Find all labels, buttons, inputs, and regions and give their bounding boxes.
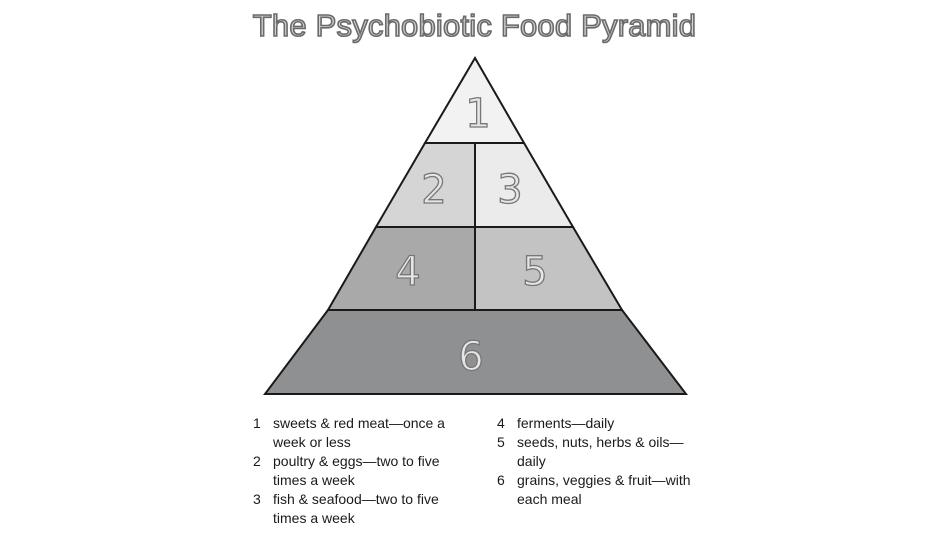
legend-text: sweets & red meat—once a week or less bbox=[273, 415, 445, 450]
legend-left: 1 sweets & red meat—once a week or less … bbox=[253, 414, 468, 528]
legend-text: grains, veggies & fruit—with each meal bbox=[517, 472, 691, 507]
legend-text: poultry & eggs—two to five times a week bbox=[273, 453, 440, 488]
legend-item: 4 ferments—daily bbox=[497, 414, 697, 433]
legend-number: 1 bbox=[253, 415, 261, 431]
legend-number: 6 bbox=[497, 472, 505, 488]
legend-number: 3 bbox=[253, 491, 261, 507]
pyramid-tier-3 bbox=[474, 142, 575, 228]
legend-text: seeds, nuts, herbs & oils—daily bbox=[517, 434, 684, 469]
legend-item: 1 sweets & red meat—once a week or less bbox=[253, 414, 468, 452]
legend-number: 4 bbox=[497, 415, 505, 431]
tier-label-6: 6 bbox=[458, 334, 483, 380]
tier-label-2: 2 bbox=[421, 167, 446, 213]
legend-number: 2 bbox=[253, 453, 261, 469]
legend-item: 5 seeds, nuts, herbs & oils—daily bbox=[497, 433, 697, 471]
tier-label-1: 1 bbox=[465, 91, 490, 137]
page-title: The Psychobiotic Food Pyramid bbox=[252, 7, 697, 44]
pyramid-tier-5 bbox=[474, 226, 624, 311]
pyramid-tier-6 bbox=[263, 309, 689, 395]
legend-text: fish & seafood—two to five times a week bbox=[273, 491, 439, 526]
tier-label-3: 3 bbox=[497, 167, 522, 213]
legend-item: 2 poultry & eggs—two to five times a wee… bbox=[253, 452, 468, 490]
legend-item: 3 fish & seafood—two to five times a wee… bbox=[253, 490, 468, 528]
tier-label-4: 4 bbox=[395, 249, 420, 295]
legend-number: 5 bbox=[497, 434, 505, 450]
tier-label-5: 5 bbox=[522, 249, 547, 295]
legend-item: 6 grains, veggies & fruit—with each meal bbox=[497, 471, 697, 509]
legend-text: ferments—daily bbox=[517, 415, 615, 431]
legend-right: 4 ferments—daily 5 seeds, nuts, herbs & … bbox=[497, 414, 697, 509]
